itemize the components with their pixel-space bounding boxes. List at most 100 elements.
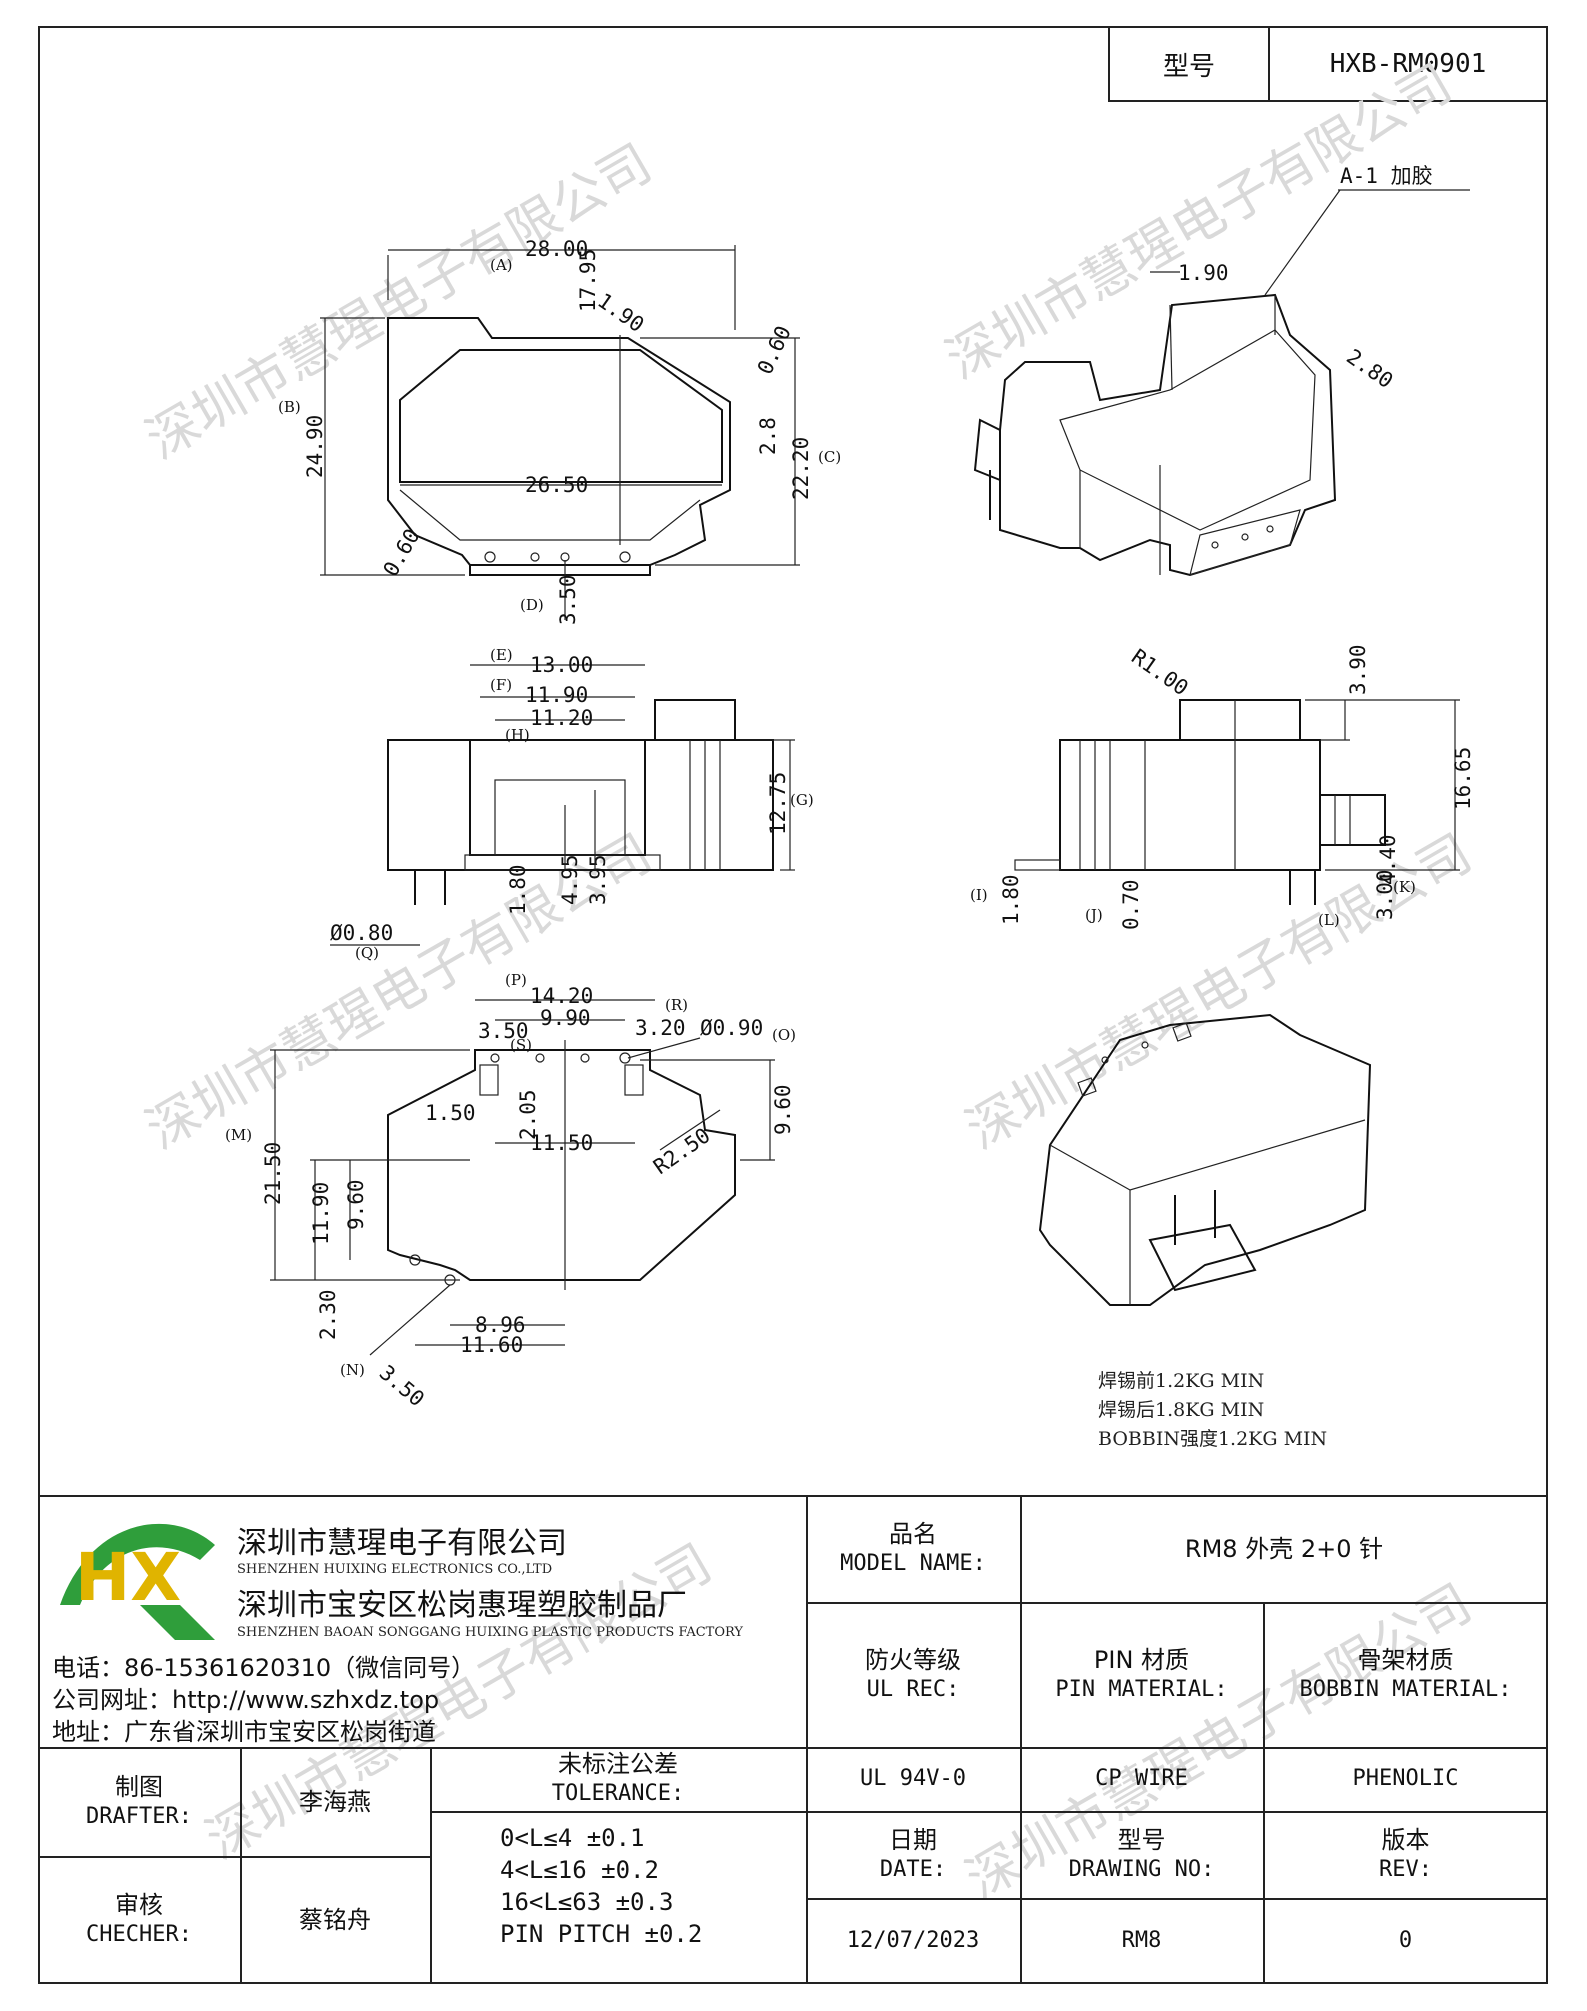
dim-diameter-0-90: Ø0.90 xyxy=(700,1016,763,1040)
side-top-tab xyxy=(1179,699,1301,740)
dim-3-95: 3.95 xyxy=(586,854,610,905)
iso-slot xyxy=(1077,1077,1097,1097)
front-body xyxy=(387,739,774,871)
dim-14-20: 14.20 xyxy=(530,984,593,1008)
front-view: (E) 13.00 (F) 11.90 (H) 11.20 12.75 (G) … xyxy=(330,646,814,962)
dim-12-75: 12.75 xyxy=(766,772,790,835)
label-h: (H) xyxy=(505,726,530,744)
dim-4-95: 4.95 xyxy=(558,854,582,905)
strength-notes: 焊锡前1.2KG MIN 焊锡后1.8KG MIN BOBBIN强度1.2KG … xyxy=(1098,1370,1327,1450)
dim-13-00: 13.00 xyxy=(530,653,593,677)
dim-diameter-0-80: Ø0.80 xyxy=(330,921,393,945)
tolerance-row-3: 16<L≤63 ±0.3 xyxy=(500,1888,674,1916)
checker-value: 蔡铭舟 xyxy=(299,1906,371,1934)
dim-11-60: 11.60 xyxy=(460,1333,523,1357)
pin-material-value: CP WIRE xyxy=(1095,1766,1188,1791)
drafter-value: 李海燕 xyxy=(299,1787,371,1816)
iso-pin-hole xyxy=(1266,525,1274,533)
dim-1-50: 1.50 xyxy=(425,1101,476,1125)
dim-1-80: 1.80 xyxy=(506,864,530,915)
drawing-sheet xyxy=(38,26,1548,1984)
label-f: (F) xyxy=(490,676,512,694)
dim-3-50-n: 3.50 xyxy=(375,1360,429,1411)
iso-bottom-view xyxy=(1038,1013,1372,1306)
drawing-no-value: RM8 xyxy=(1121,1928,1162,1953)
dim-0-60: 0.60 xyxy=(753,322,796,378)
label-d: (D) xyxy=(520,596,544,614)
company-name-en-2: SHENZHEN BAOAN SONGGANG HUIXING PLASTIC … xyxy=(237,1625,743,1640)
iso-bottom-outline xyxy=(1038,1013,1372,1306)
label-l: (L) xyxy=(1318,911,1340,929)
tolerance-row-1: 0<L≤4 ±0.1 xyxy=(500,1824,645,1852)
dim-1-90: 1.90 xyxy=(593,288,648,337)
model-name-value: RM8 外壳 2+0 针 xyxy=(1184,1534,1384,1563)
front-top-tab xyxy=(654,699,736,740)
leader-line xyxy=(659,1109,721,1151)
dim-2-05: 2.05 xyxy=(516,1089,540,1140)
iso-edge xyxy=(1169,304,1173,391)
side-foot xyxy=(1014,859,1061,871)
pin-hole xyxy=(530,552,540,562)
dim-r2-50: R2.50 xyxy=(649,1123,715,1179)
phone-number: 电话：86-15361620310（微信同号） xyxy=(52,1654,476,1682)
iso-bottom-pin-block xyxy=(1148,1223,1257,1292)
pin-hole xyxy=(409,1254,421,1266)
company-name-en-1: SHENZHEN HUIXING ELECTRONICS CO.,LTD xyxy=(237,1562,553,1577)
dim-11-90: 11.90 xyxy=(525,683,588,707)
company-name-cn-2: 深圳市宝安区松岗惠瑆塑胶制品厂 xyxy=(237,1588,687,1623)
pin-slot xyxy=(624,1064,644,1096)
dim-3-90: 3.90 xyxy=(1346,644,1370,695)
iso-slot xyxy=(1172,1022,1192,1042)
pin-hole xyxy=(580,1053,590,1063)
label-c: (C) xyxy=(818,448,841,466)
iso-left-tab xyxy=(973,418,1001,481)
dim-28-00: 28.00 xyxy=(525,237,588,261)
dim-8-96: 8.96 xyxy=(475,1313,526,1337)
top-view-tab xyxy=(469,565,651,576)
side-pin-block xyxy=(1319,794,1386,846)
dim-4-40: 4.40 xyxy=(1376,834,1400,885)
label-o: (O) xyxy=(772,1026,796,1044)
note-2: 焊锡后1.8KG MIN xyxy=(1098,1399,1264,1421)
pin-hole xyxy=(619,551,631,563)
rev-value: 0 xyxy=(1398,1928,1413,1953)
pin-hole xyxy=(535,1053,545,1063)
iso-dim-1-90: 1.90 xyxy=(1178,261,1229,285)
dim-3-20: 3.20 xyxy=(635,1016,686,1040)
pin-hole xyxy=(490,1053,500,1063)
bottom-view: (P) 14.20 9.90 (R) 3.20 3.50 (S) Ø0.90 (… xyxy=(225,971,796,1411)
dim-0-70: 0.70 xyxy=(1119,879,1143,930)
dim-2-30: 2.30 xyxy=(316,1289,340,1340)
dim-9-60-a: 9.60 xyxy=(771,1084,795,1135)
tolerance-row-2: 4<L≤16 ±0.2 xyxy=(500,1856,659,1884)
label-p: (P) xyxy=(505,971,527,989)
glue-note: A-1 加胶 xyxy=(1340,164,1433,188)
label-q: (Q) xyxy=(355,944,379,962)
company-website: 公司网址：http://www.szhxdz.top xyxy=(52,1686,440,1714)
label-k: (K) xyxy=(1393,878,1416,896)
dim-24-90: 24.90 xyxy=(303,415,327,478)
dim-11-20: 11.20 xyxy=(530,706,593,730)
tolerance-row-4: PIN PITCH ±0.2 xyxy=(500,1920,703,1948)
leader-line xyxy=(1264,189,1341,296)
bobbin-material-value: PHENOLIC xyxy=(1352,1766,1459,1791)
label-m: (M) xyxy=(225,1126,252,1144)
dim-3-50: 3.50 xyxy=(556,574,580,625)
company-logo: HX xyxy=(60,1523,215,1640)
label-s: (S) xyxy=(510,1036,532,1054)
dim-16-65: 16.65 xyxy=(1451,747,1475,810)
watermark-4: 深圳市慧瑆电子有限公司 xyxy=(957,823,1482,1161)
dim-22-20: 22.20 xyxy=(789,437,813,500)
label-b: (B) xyxy=(278,398,301,416)
leader-line xyxy=(369,1284,451,1356)
label-r: (R) xyxy=(665,996,688,1014)
pin-hole xyxy=(484,551,496,563)
model-header-box: 型号 HXB-RM0901 xyxy=(1108,26,1548,102)
